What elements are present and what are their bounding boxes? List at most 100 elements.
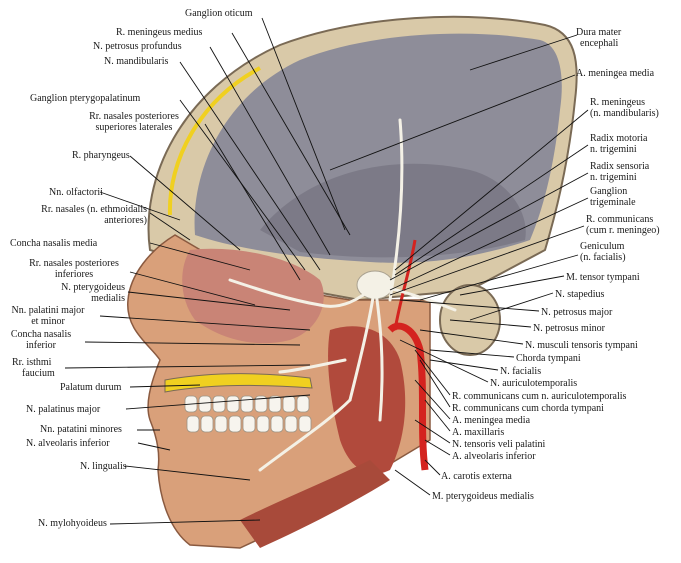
- leader-line: [424, 439, 451, 456]
- lower-tooth: [284, 415, 298, 433]
- lower-tooth: [200, 415, 214, 433]
- label-n-stapedius: N. stapedius: [555, 289, 605, 300]
- leader-line: [64, 364, 311, 369]
- leader-line: [414, 419, 451, 444]
- nerve-strand: [318, 283, 377, 308]
- label-nn-olfactorii: Nn. olfactorii: [49, 187, 103, 198]
- leader-line: [394, 109, 589, 271]
- neck-muscle: [240, 460, 390, 548]
- label-nn-palatini-minores: Nn. patatini minores: [40, 424, 122, 435]
- upper-tooth: [254, 395, 268, 413]
- leader-line: [129, 155, 241, 251]
- label-n-alveolaris-inferior-left: N. alveolaris inferior: [26, 438, 110, 449]
- label-rr-nasales-post-sup: Rr. nasales posteriores superiores later…: [89, 111, 179, 133]
- nerve-strand: [278, 358, 347, 374]
- leader-line: [469, 292, 554, 321]
- label-a-alveolaris-inferior: A. alveolaris inferior: [452, 451, 536, 462]
- upper-tooth: [240, 395, 254, 413]
- leader-line: [329, 74, 576, 171]
- label-nn-palatini-major-minor: Nn. palatini major et minor: [11, 305, 85, 327]
- upper-tooth: [268, 395, 282, 413]
- leader-line: [429, 349, 515, 358]
- leader-line: [394, 469, 431, 496]
- label-n-pterygoideus-medialis: N. pterygoideus medialis: [61, 282, 125, 304]
- label-m-tensor-tympani: M. tensor tympani: [566, 272, 640, 283]
- upper-tooth: [226, 395, 240, 413]
- upper-tooth: [198, 395, 212, 413]
- nerve-strand: [258, 398, 352, 472]
- label-n-facialis: N. facialis: [500, 366, 542, 377]
- label-a-carotis-externa: A. carotis externa: [441, 471, 512, 482]
- label-n-lingualis: N. lingualis: [80, 461, 127, 472]
- leader-line: [424, 459, 441, 476]
- leader-line: [414, 349, 451, 396]
- label-n-petrosus-major: N. petrosus major: [541, 307, 613, 318]
- leader-line: [399, 339, 489, 383]
- leader-line: [394, 144, 589, 276]
- label-r-meningeus-mandibularis: R. meningeus (n. mandibularis): [590, 97, 659, 119]
- lower-tooth: [256, 415, 270, 433]
- label-geniculum: Geniculum (n. facialis): [580, 241, 626, 263]
- label-a-meningea-media-top: A. meningea media: [576, 68, 655, 79]
- label-m-pterygoideus-medialis: M. pterygoideus medialis: [432, 491, 534, 502]
- leader-line: [389, 225, 585, 296]
- leader-line: [209, 46, 331, 256]
- leader-line: [261, 17, 346, 231]
- label-n-mylohyoideus: N. mylohyoideus: [38, 518, 107, 529]
- leader-line: [399, 299, 540, 312]
- leader-line: [125, 394, 311, 410]
- label-r-meningeus-medius: R. meningeus medius: [116, 27, 203, 38]
- leader-line: [124, 465, 251, 481]
- label-r-comm-chorda-tympani: R. communicans cum chorda tympani: [452, 403, 604, 414]
- nerve-strand: [373, 283, 384, 422]
- label-n-musculi-tensoris-tympani: N. musculi tensoris tympani: [525, 340, 638, 351]
- teeth: [184, 395, 312, 433]
- nerve-strand: [373, 283, 457, 312]
- label-radix-motoria: Radix motoria n. trigemini: [590, 133, 648, 155]
- leader-line: [129, 384, 201, 388]
- leader-line: [127, 291, 291, 311]
- label-radix-sensoria: Radix sensoria n. trigemini: [590, 161, 650, 183]
- leader-line: [414, 379, 451, 420]
- skull-marrow: [167, 66, 261, 216]
- label-rr-nasales-ethmoidalis: Rr. nasales (n. ethmoidalis anteriores): [41, 204, 147, 226]
- lower-tooth: [228, 415, 242, 433]
- upper-tooth: [296, 395, 310, 413]
- leader-line: [429, 359, 499, 371]
- nasal-mucosa: [182, 248, 324, 344]
- label-a-maxillaris: A. maxillaris: [452, 427, 505, 438]
- leader-line: [424, 399, 451, 432]
- leader-line: [129, 271, 256, 306]
- label-rr-nasales-post-inf: Rr. nasales posteriores inferiores: [29, 258, 119, 280]
- label-n-mandibularis: N. mandibularis: [104, 56, 169, 67]
- lower-tooth: [186, 415, 200, 433]
- leader-line: [419, 329, 524, 345]
- upper-tooth: [212, 395, 226, 413]
- lower-tooth: [242, 415, 256, 433]
- leader-line: [204, 123, 301, 281]
- label-ganglion-trigeminale: Ganglion trigeminale: [590, 186, 636, 208]
- leader-line: [109, 519, 261, 525]
- leader-line: [99, 315, 311, 331]
- hard-palate: [164, 373, 313, 393]
- label-n-tensoris-veli-palatini: N. tensoris veli palatini: [452, 439, 546, 450]
- leader-line: [149, 242, 251, 271]
- leader-line: [137, 442, 171, 451]
- leader-line: [469, 34, 578, 71]
- leader-lines: [64, 17, 589, 525]
- label-n-petrosus-minor: N. petrosus minor: [533, 323, 605, 334]
- label-rr-isthmi-faucium: Rr. isthmi faucium: [12, 357, 55, 379]
- leader-line: [389, 197, 589, 291]
- leader-line: [419, 359, 451, 408]
- artery-meningea-media: [393, 239, 417, 331]
- leader-line: [459, 275, 565, 296]
- leader-line: [179, 61, 321, 271]
- label-ganglion-oticum: Ganglion oticum: [185, 8, 253, 19]
- label-r-communicans-meningeo: R. communicans (cum r. meningeo): [586, 214, 660, 236]
- upper-tooth: [282, 395, 296, 413]
- artery-carotis-externa: [387, 322, 429, 471]
- label-n-auriculotemporalis: N. auriculotemporalis: [490, 378, 578, 389]
- label-a-meningea-media-low: A. meningea media: [452, 415, 531, 426]
